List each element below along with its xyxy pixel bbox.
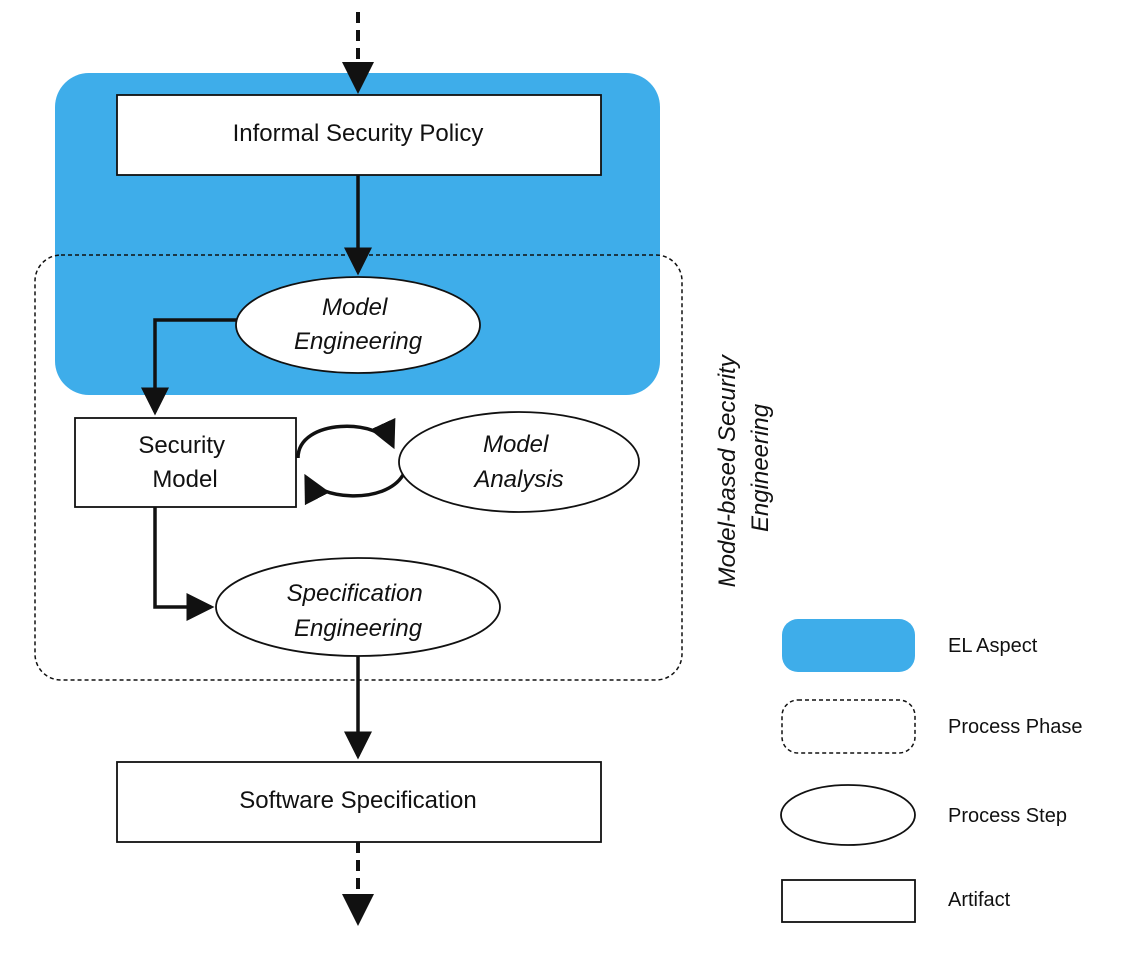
specification-engineering-line-2: Engineering xyxy=(294,615,423,642)
legend-artifact-label: Artifact xyxy=(948,889,1011,911)
security-model-box xyxy=(74,417,297,508)
informal-security-policy-box xyxy=(116,94,602,176)
software-specification-box xyxy=(116,761,602,843)
process-phase-label-line-2: Engineering xyxy=(747,403,774,532)
security-model-label: Security Model xyxy=(138,432,231,493)
model-engineering-step xyxy=(235,276,481,374)
process-phase-label-line-1: Model-based Security xyxy=(714,353,741,587)
model-engineering-line-1: Model xyxy=(322,294,388,321)
software-specification-label: Software Specification xyxy=(239,787,476,814)
informal-security-policy-label: Informal Security Policy xyxy=(233,120,484,147)
specification-engineering-line-1: Specification xyxy=(287,580,423,607)
legend-artifact-swatch xyxy=(781,879,916,923)
model-engineering-to-security-model-arrow xyxy=(141,318,237,416)
security-model-line-1: Security xyxy=(138,432,225,459)
model-engineering-line-2: Engineering xyxy=(294,328,423,355)
process-phase-label: Model-based Security Engineering xyxy=(714,349,774,588)
legend-process-phase-label: Process Phase xyxy=(948,716,1083,738)
security-model-to-analysis-arrow xyxy=(296,417,396,459)
analysis-to-security-model-arrow xyxy=(304,473,405,506)
legend-process-step-swatch xyxy=(780,784,916,846)
model-analysis-step xyxy=(398,411,640,513)
security-model-line-2: Model xyxy=(152,466,217,493)
specification-engineering-label: Specification Engineering xyxy=(287,580,430,642)
model-analysis-label: Model Analysis xyxy=(472,431,563,493)
model-analysis-line-1: Model xyxy=(483,431,549,458)
legend-el-aspect-swatch xyxy=(782,619,915,672)
legend-el-aspect-label: EL Aspect xyxy=(948,635,1038,657)
legend-process-step-label: Process Step xyxy=(948,805,1067,827)
model-engineering-label: Model Engineering xyxy=(294,294,423,355)
legend-process-phase-swatch xyxy=(781,699,916,754)
security-model-to-specification-arrow xyxy=(153,507,215,621)
legend: EL Aspect Process Phase Process Step Art… xyxy=(780,619,1083,923)
model-analysis-line-2: Analysis xyxy=(472,466,563,493)
